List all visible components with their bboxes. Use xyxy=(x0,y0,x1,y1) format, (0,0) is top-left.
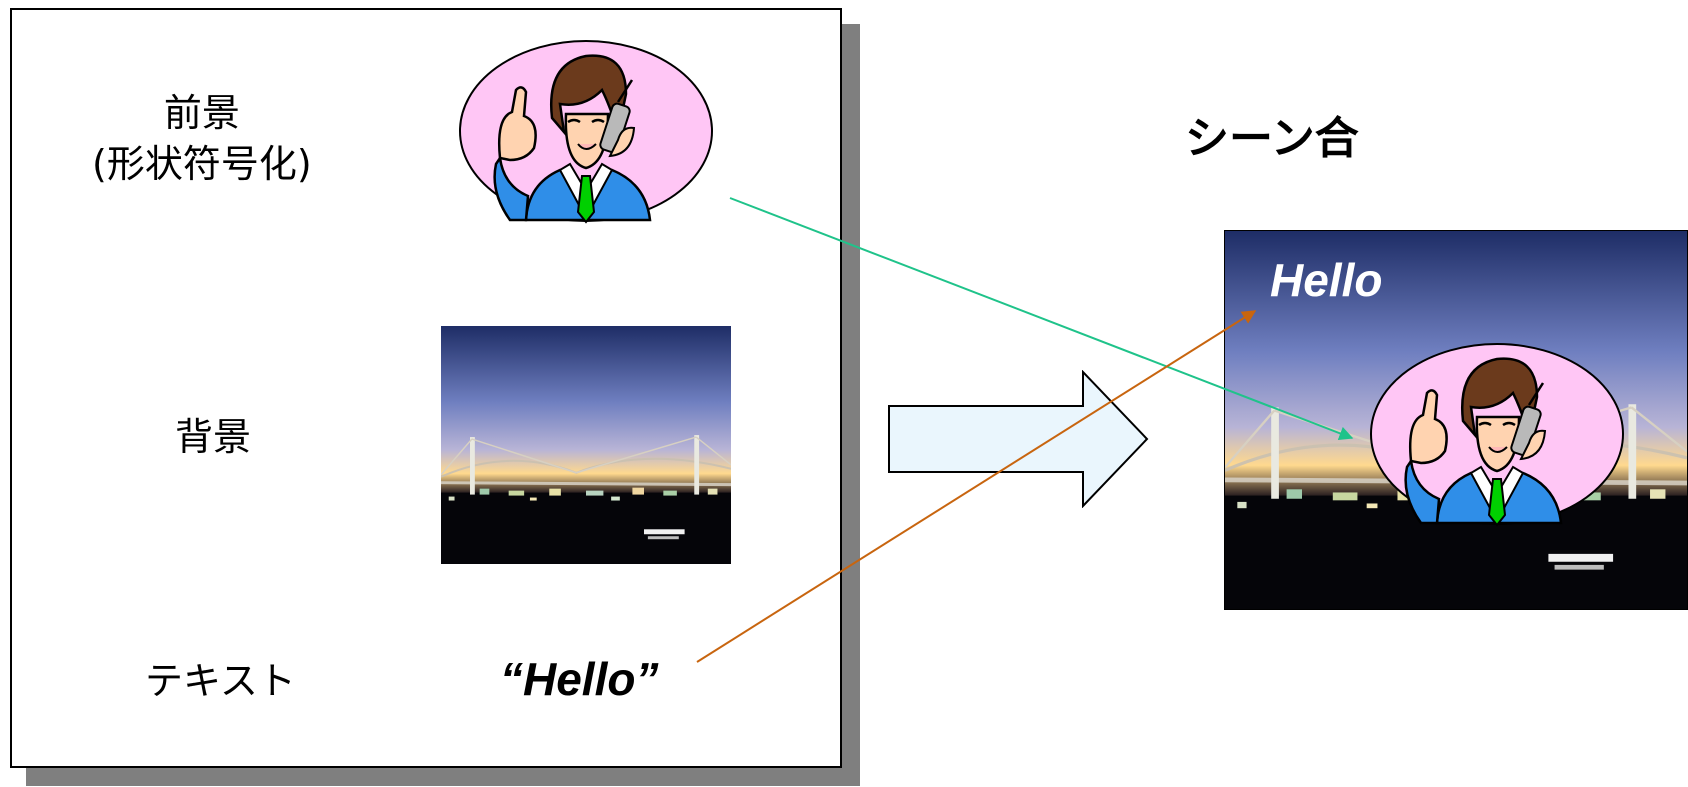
composite-scene: Hello xyxy=(1224,230,1688,610)
foreground-label-line2: (形状符号化) xyxy=(92,142,312,187)
right-arrow-icon xyxy=(888,370,1149,508)
scene-hello-text: Hello xyxy=(1270,254,1383,306)
night-bridge-image xyxy=(441,326,731,564)
night-bridge-photo xyxy=(441,326,731,564)
foreground-label: 前景 (形状符号化) xyxy=(92,88,312,191)
text-sample: “Hello” xyxy=(500,653,659,705)
businessman-on-phone-icon xyxy=(458,39,714,224)
scene-title: シーン合 xyxy=(1185,113,1359,164)
scene-businessman-icon xyxy=(1369,342,1625,527)
text-label: テキスト xyxy=(145,659,296,703)
foreground-label-line1: 前景 xyxy=(163,91,240,135)
background-label: 背景 xyxy=(175,415,252,459)
